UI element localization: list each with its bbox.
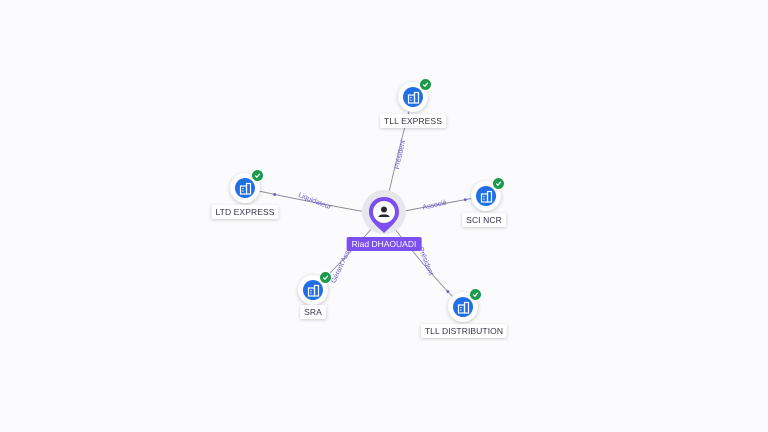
person-icon [378,206,390,217]
check-icon [319,271,332,284]
edge-role-label: Liquidateur [297,192,332,212]
edge-arrow-sci-ncr [463,198,467,202]
company-name-label[interactable]: TLL EXPRESS [380,114,446,128]
company-node-tll-distribution[interactable] [448,288,482,322]
check-icon [469,288,482,301]
edge-arrow-tll-distribution [446,290,450,293]
building-icon [476,186,496,206]
company-name-label[interactable]: LTD EXPRESS [211,205,279,219]
company-node-ltd-express[interactable] [230,169,264,203]
edge-role-label: Président [394,139,407,169]
company-name-label[interactable]: SCI NCR [462,213,506,227]
building-icon [303,280,323,300]
person-name-label[interactable]: Riad DHAOUADI [346,237,422,251]
building-icon [235,178,255,198]
check-icon [419,78,432,91]
company-node-tll-express[interactable] [398,78,432,112]
person-node[interactable] [367,195,401,235]
check-icon [492,177,505,190]
edge-arrow-ltd-express [273,193,277,196]
company-name-label[interactable]: TLL DISTRIBUTION [420,324,508,338]
edge-role-label: Associé [422,200,448,212]
check-icon [251,169,264,182]
company-name-label[interactable]: SRA [300,305,326,319]
building-icon [453,297,473,317]
company-node-sci-ncr[interactable] [471,177,505,211]
building-icon [403,87,423,107]
company-node-sra[interactable] [298,271,332,305]
